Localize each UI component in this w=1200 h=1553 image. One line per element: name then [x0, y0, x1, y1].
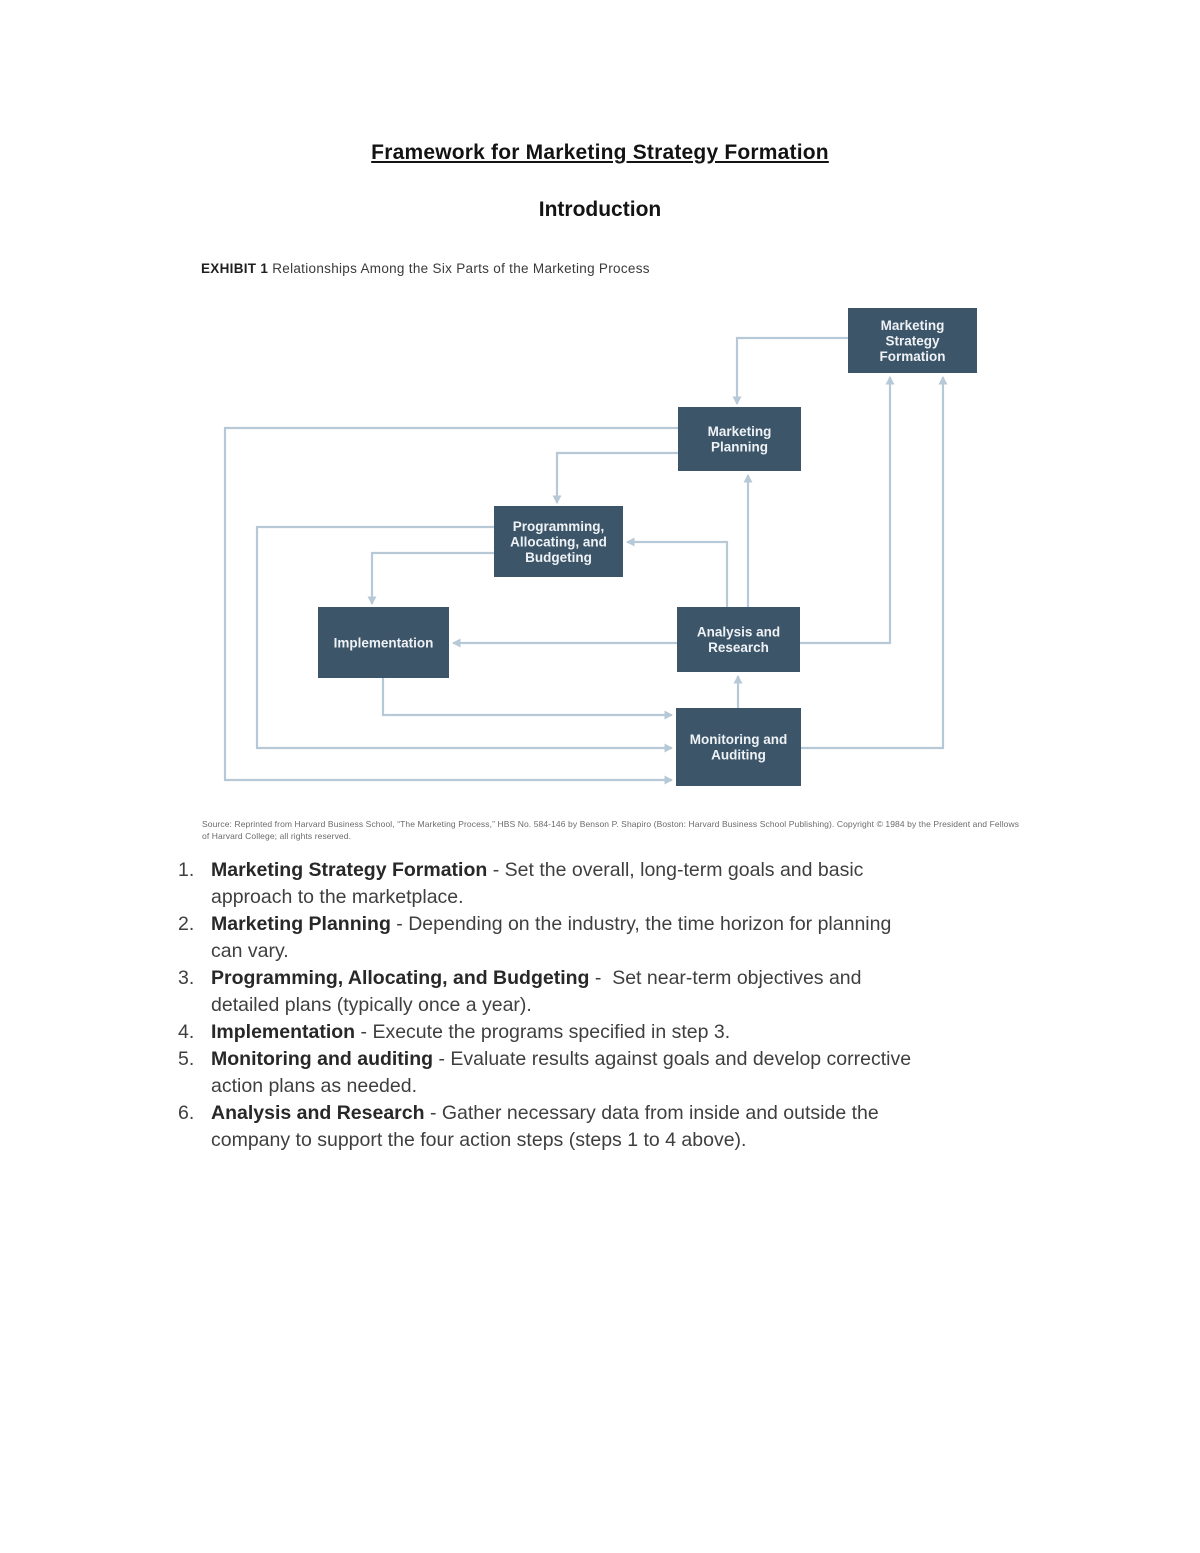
- list-item-term: Programming, Allocating, and Budgeting: [211, 967, 590, 989]
- list-item-6: 6. Analysis and Research - Gather necess…: [178, 1100, 1098, 1154]
- list-item-description-cont: action plans as needed.: [211, 1075, 417, 1097]
- arrow-monitoring-to-strategy: [801, 376, 948, 750]
- exhibit-source-line1: Source: Reprinted from Harvard Business …: [202, 819, 1020, 829]
- list-item-term: Marketing Planning: [211, 913, 391, 935]
- list-item-4: 4. Implementation - Execute the programs…: [178, 1019, 1098, 1046]
- arrow-strategy-to-planning: [732, 336, 848, 405]
- list-item-description-cont: can vary.: [211, 940, 289, 962]
- exhibit-caption-text: Relationships Among the Six Parts of the…: [272, 261, 650, 276]
- list-item-separator: -: [589, 967, 613, 989]
- list-item-3: 3. Programming, Allocating, and Budgetin…: [178, 965, 1098, 1019]
- list-item-separator: -: [487, 859, 505, 881]
- list-item-term: Marketing Strategy Formation: [211, 859, 488, 881]
- node-implementation: Implementation: [318, 607, 449, 678]
- list-item-separator: -: [355, 1021, 373, 1043]
- list-item-term: Implementation: [211, 1021, 356, 1043]
- list-item-number: 1.: [178, 859, 195, 881]
- list-item-description: Set near-term objectives and: [612, 967, 862, 989]
- list-item-separator: -: [424, 1102, 442, 1124]
- list-item-1: 1. Marketing Strategy Formation - Set th…: [178, 857, 1098, 911]
- list-item-number: 2.: [178, 913, 195, 935]
- arrow-analysis-to-strategy: [800, 376, 895, 645]
- arrow-planning-to-programming: [552, 451, 678, 504]
- list-item-description: Evaluate results against goals and devel…: [450, 1048, 912, 1070]
- arrow-programming-to-implementation: [367, 551, 494, 605]
- list-item-description: Execute the programs specified in step 3…: [372, 1021, 731, 1043]
- page-subtitle: Introduction: [538, 198, 662, 221]
- list-item-description-cont: approach to the marketplace.: [211, 886, 464, 908]
- list-item-description-cont: detailed plans (typically once a year).: [211, 994, 532, 1016]
- list-item-separator: -: [433, 1048, 451, 1070]
- list-item-separator: -: [390, 913, 409, 935]
- arrow-analysis-to-programming: [626, 537, 729, 607]
- arrow-planning-to-monitoring: [223, 426, 678, 785]
- list-item-description: Gather necessary data from inside and ou…: [441, 1102, 879, 1124]
- arrow-programming-to-monitoring: [255, 525, 673, 753]
- list-item-description: Depending on the industry, the time hori…: [408, 913, 892, 935]
- list-item-description-cont: company to support the four action steps…: [211, 1129, 747, 1151]
- exhibit-source: Source: Reprinted from Harvard Business …: [202, 818, 1019, 842]
- page-title: Framework for Marketing Strategy Formati…: [371, 141, 829, 164]
- list-item-number: 5.: [178, 1048, 195, 1070]
- list-item-description: Set the overall, long-term goals and bas…: [504, 859, 864, 881]
- list-item-2: 2. Marketing Planning - Depending on the…: [178, 911, 1098, 965]
- list-item-5: 5. Monitoring and auditing - Evaluate re…: [178, 1046, 1098, 1100]
- exhibit-source-line2: of Harvard College; all rights reserved.: [202, 831, 352, 841]
- exhibit-label: EXHIBIT 1: [201, 261, 269, 276]
- list-item-term: Analysis and Research: [211, 1102, 425, 1124]
- list-item-number: 3.: [178, 967, 195, 989]
- list-item-number: 4.: [178, 1021, 195, 1043]
- list-item-term: Monitoring and auditing: [211, 1048, 434, 1070]
- list-item-number: 6.: [178, 1102, 195, 1124]
- arrow-implementation-to-monitoring: [381, 678, 673, 720]
- node-label: Implementation: [334, 635, 434, 650]
- marketing-steps-list: 1. Marketing Strategy Formation - Set th…: [178, 857, 1098, 1154]
